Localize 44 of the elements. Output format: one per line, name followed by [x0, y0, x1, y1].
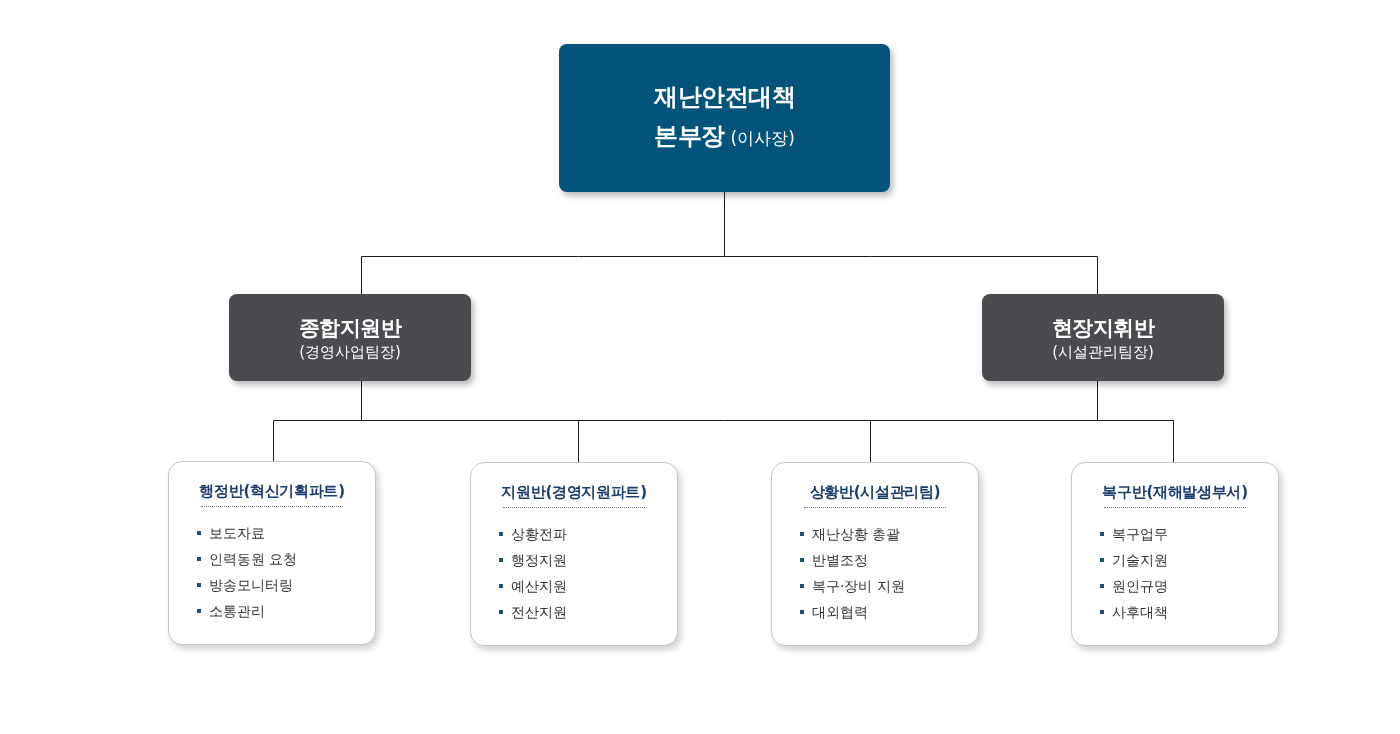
connector-line: [273, 420, 362, 462]
node-title: 종합지원반: [298, 314, 402, 342]
node-subtitle: (경영사업팀장): [299, 341, 401, 362]
unit-card: [470, 462, 678, 646]
unit-card: [168, 461, 376, 645]
list-item: 원인규명: [1112, 577, 1168, 595]
connector-line: [1097, 420, 1174, 463]
list-item: 방송모니터링: [209, 576, 293, 594]
node-subtitle: (시설관리팀장): [1052, 341, 1154, 362]
team-node-box: [982, 294, 1224, 381]
connector-line: [578, 420, 579, 463]
list-item: 기술지원: [1112, 551, 1168, 569]
list-item: 행정지원: [511, 551, 567, 569]
unit-card: [1071, 462, 1279, 646]
node-title: 현장지휘반: [1051, 314, 1155, 342]
connector-line: [1097, 380, 1098, 421]
list-item: 상황전파: [511, 525, 567, 543]
node-title: 재난안전대책 본부장 (이사장): [653, 82, 796, 152]
list-item: 대외협력: [812, 603, 868, 621]
list-item: 인력동원 요청: [209, 550, 298, 568]
connector-line: [361, 380, 362, 421]
list-item: 반별조정: [812, 551, 868, 569]
connector-line: [724, 191, 725, 257]
list-item: 전산지원: [511, 603, 567, 621]
connector-line: [724, 256, 1098, 295]
list-item: 재난상황 총괄: [812, 525, 901, 543]
list-item: 복구업무: [1112, 525, 1168, 543]
card-heading: 상황반(시설관리팀): [809, 483, 941, 501]
list-item: 보도자료: [209, 524, 265, 542]
card-heading: 지원반(경영지원파트): [501, 483, 647, 501]
list-item: 소통관리: [209, 602, 265, 620]
connector-line: [361, 420, 579, 421]
connector-line: [870, 420, 1098, 421]
list-item: 복구·장비 지원: [812, 577, 905, 595]
card-heading: 행정반(혁신기획파트): [199, 482, 345, 500]
connector-line: [578, 420, 871, 421]
unit-card: [771, 462, 979, 646]
connector-line: [870, 420, 871, 463]
list-item: 사후대책: [1112, 603, 1168, 621]
head-node-box: [559, 44, 890, 192]
connector-line: [361, 256, 725, 295]
list-item: 예산지원: [511, 577, 567, 595]
card-heading: 복구반(재해발생부서): [1102, 483, 1248, 501]
team-node-box: [229, 294, 471, 381]
